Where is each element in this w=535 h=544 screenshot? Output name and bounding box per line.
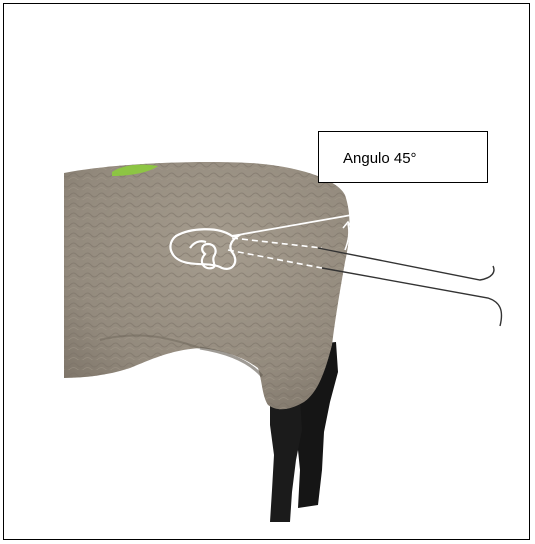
sheep-body [64,162,350,409]
angle-label-text: Angulo 45° [343,150,417,167]
angle-label-box: Angulo 45° [318,131,488,183]
